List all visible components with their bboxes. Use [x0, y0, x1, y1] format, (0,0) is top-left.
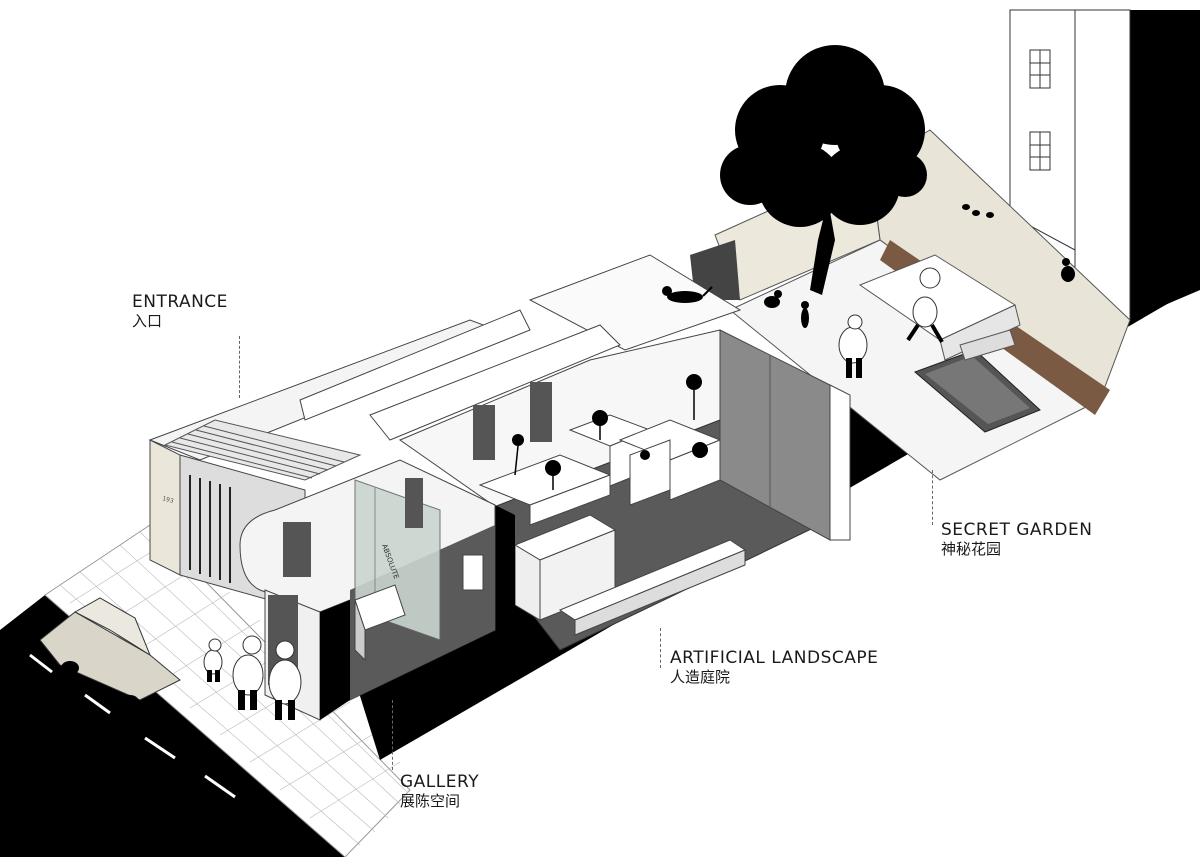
pergola — [163, 419, 362, 481]
person-icon — [838, 314, 868, 378]
cat-icon — [662, 286, 713, 303]
gallery-leader — [392, 700, 393, 770]
person-icon — [268, 640, 302, 720]
entrance-gate[interactable] — [189, 475, 231, 583]
artificial-landscape-leader — [660, 628, 661, 668]
person-icon — [906, 267, 944, 344]
window — [1029, 131, 1051, 171]
cat-icon — [801, 301, 809, 328]
entrance-label: ENTRANCE 入口 — [132, 292, 228, 330]
main-volume: 193 — [148, 254, 742, 611]
gallery-room: ABSOLUTE — [239, 459, 496, 721]
artificial-landscape-label-en: ARTIFICIAL LANDSCAPE — [670, 648, 879, 668]
artificial-landscape-label: ARTIFICIAL LANDSCAPE 人造庭院 — [670, 648, 878, 686]
secret-garden-label-zh: 神秘花园 — [941, 540, 1002, 558]
secret-garden-leader — [932, 470, 933, 525]
raised-bench — [858, 254, 1021, 361]
artificial-landscape-room — [398, 329, 851, 651]
artificial-landscape-label-zh: 人造庭院 — [670, 668, 731, 686]
cat-icon — [764, 290, 782, 308]
entrance-label-zh: 入口 — [132, 312, 163, 330]
entrance-leader — [239, 336, 240, 398]
gallery-label: GALLERY 展陈空间 — [400, 772, 479, 810]
bird-icon — [962, 204, 994, 218]
entrance-label-en: ENTRANCE — [132, 292, 228, 312]
neighbor-building — [1009, 9, 1131, 321]
child-icon — [203, 638, 223, 682]
person-icon — [232, 635, 264, 710]
car-icon — [39, 597, 181, 709]
secret-garden-label: SECRET GARDEN 神秘花园 — [941, 520, 1092, 558]
road-markings — [29, 653, 236, 799]
secret-garden-label-en: SECRET GARDEN — [941, 520, 1093, 540]
plant-icon — [512, 374, 708, 476]
tree — [720, 45, 927, 295]
gallery-label-zh: 展陈空间 — [400, 792, 461, 810]
house-number: 193 — [161, 495, 174, 505]
window — [1029, 49, 1051, 89]
gallery-label-en: GALLERY — [400, 772, 480, 792]
cat-icon — [1061, 258, 1075, 282]
